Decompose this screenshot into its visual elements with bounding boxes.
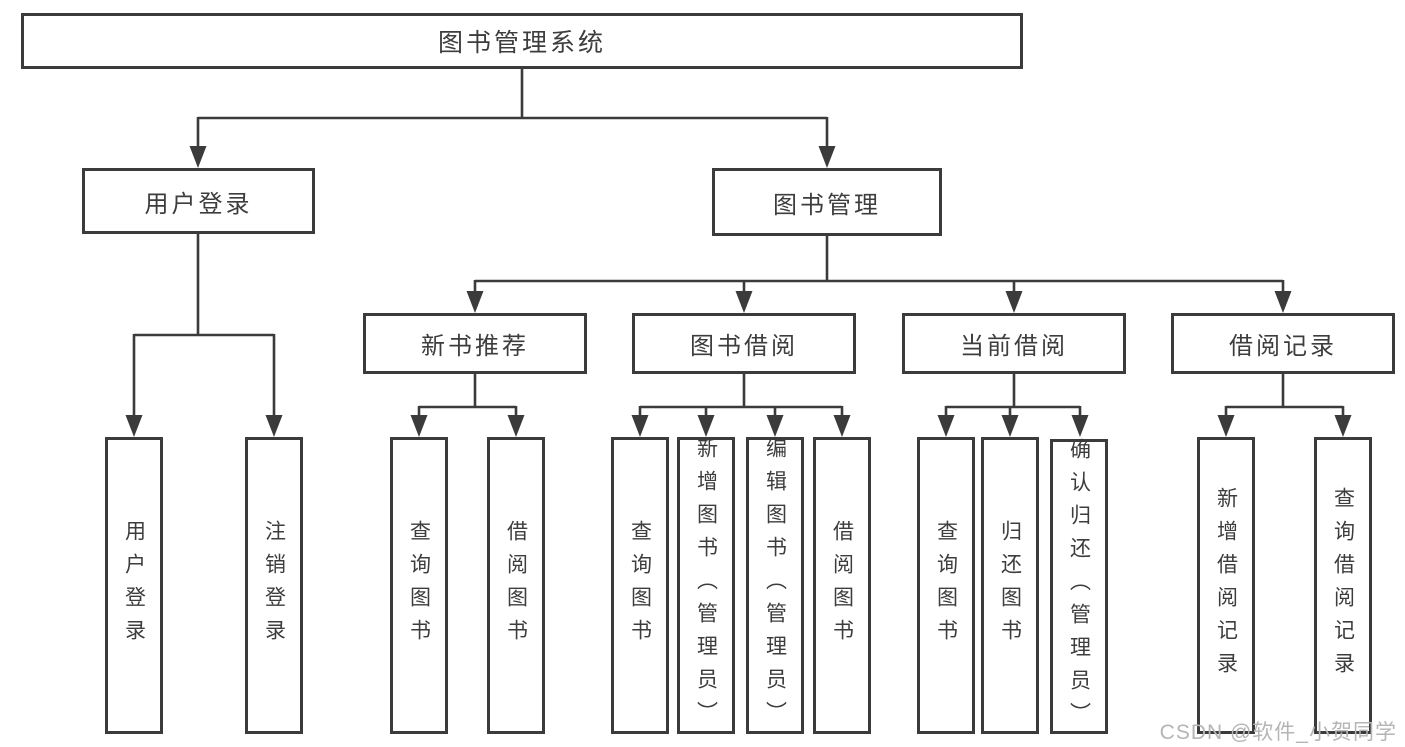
node-user-login: 用户登录 xyxy=(82,168,315,234)
node-book-management: 图书管理 xyxy=(712,168,942,236)
node-label: 查询图书 xyxy=(628,519,652,652)
node-label: 编辑图书（管理员） xyxy=(763,437,787,734)
leaf-logout: 注销登录 xyxy=(245,437,303,734)
node-label: 新增借阅记录 xyxy=(1214,486,1238,685)
leaf-edit-books-admin: 编辑图书（管理员） xyxy=(746,437,804,734)
leaf-borrow-books-recommend: 借阅图书 xyxy=(487,437,545,734)
node-label: 查询图书 xyxy=(407,519,431,652)
node-label: 当前借阅 xyxy=(960,333,1068,360)
node-label: 查询图书 xyxy=(934,519,958,652)
node-label: 查询借阅记录 xyxy=(1331,486,1355,685)
leaf-return-books: 归还图书 xyxy=(981,437,1039,734)
node-label: 用户登录 xyxy=(122,519,146,652)
leaf-query-books-recommend: 查询图书 xyxy=(390,437,448,734)
node-label: 归还图书 xyxy=(998,519,1022,652)
leaf-add-books-admin: 新增图书（管理员） xyxy=(677,437,735,734)
node-current-borrow: 当前借阅 xyxy=(902,313,1126,374)
node-borrow-records: 借阅记录 xyxy=(1171,313,1395,374)
leaf-borrow-books: 借阅图书 xyxy=(813,437,871,734)
leaf-query-books-borrow: 查询图书 xyxy=(611,437,669,734)
node-new-book-recommend: 新书推荐 xyxy=(363,313,587,374)
node-library-management-system: 图书管理系统 xyxy=(21,13,1023,69)
leaf-confirm-return-admin: 确认归还（管理员） xyxy=(1050,438,1108,735)
csdn-watermark: CSDN @软件_小贺同学 xyxy=(1159,721,1397,744)
node-label: 借阅图书 xyxy=(830,519,854,652)
node-label: 图书借阅 xyxy=(690,333,798,360)
leaf-add-borrow-record: 新增借阅记录 xyxy=(1197,437,1255,734)
leaf-user-login: 用户登录 xyxy=(105,437,163,734)
leaf-query-borrow-record: 查询借阅记录 xyxy=(1314,437,1372,734)
node-label: 新增图书（管理员） xyxy=(694,437,718,734)
node-label: 用户登录 xyxy=(144,190,253,218)
node-label: 新书推荐 xyxy=(421,333,529,360)
node-label: 借阅记录 xyxy=(1229,333,1337,360)
node-label: 图书管理 xyxy=(773,191,881,219)
node-book-borrow: 图书借阅 xyxy=(632,313,856,374)
node-label: 图书管理系统 xyxy=(437,29,606,57)
node-label: 注销登录 xyxy=(262,519,286,652)
node-label: 确认归还（管理员） xyxy=(1067,438,1091,735)
leaf-query-books-current: 查询图书 xyxy=(917,437,975,734)
node-label: 借阅图书 xyxy=(504,519,528,652)
